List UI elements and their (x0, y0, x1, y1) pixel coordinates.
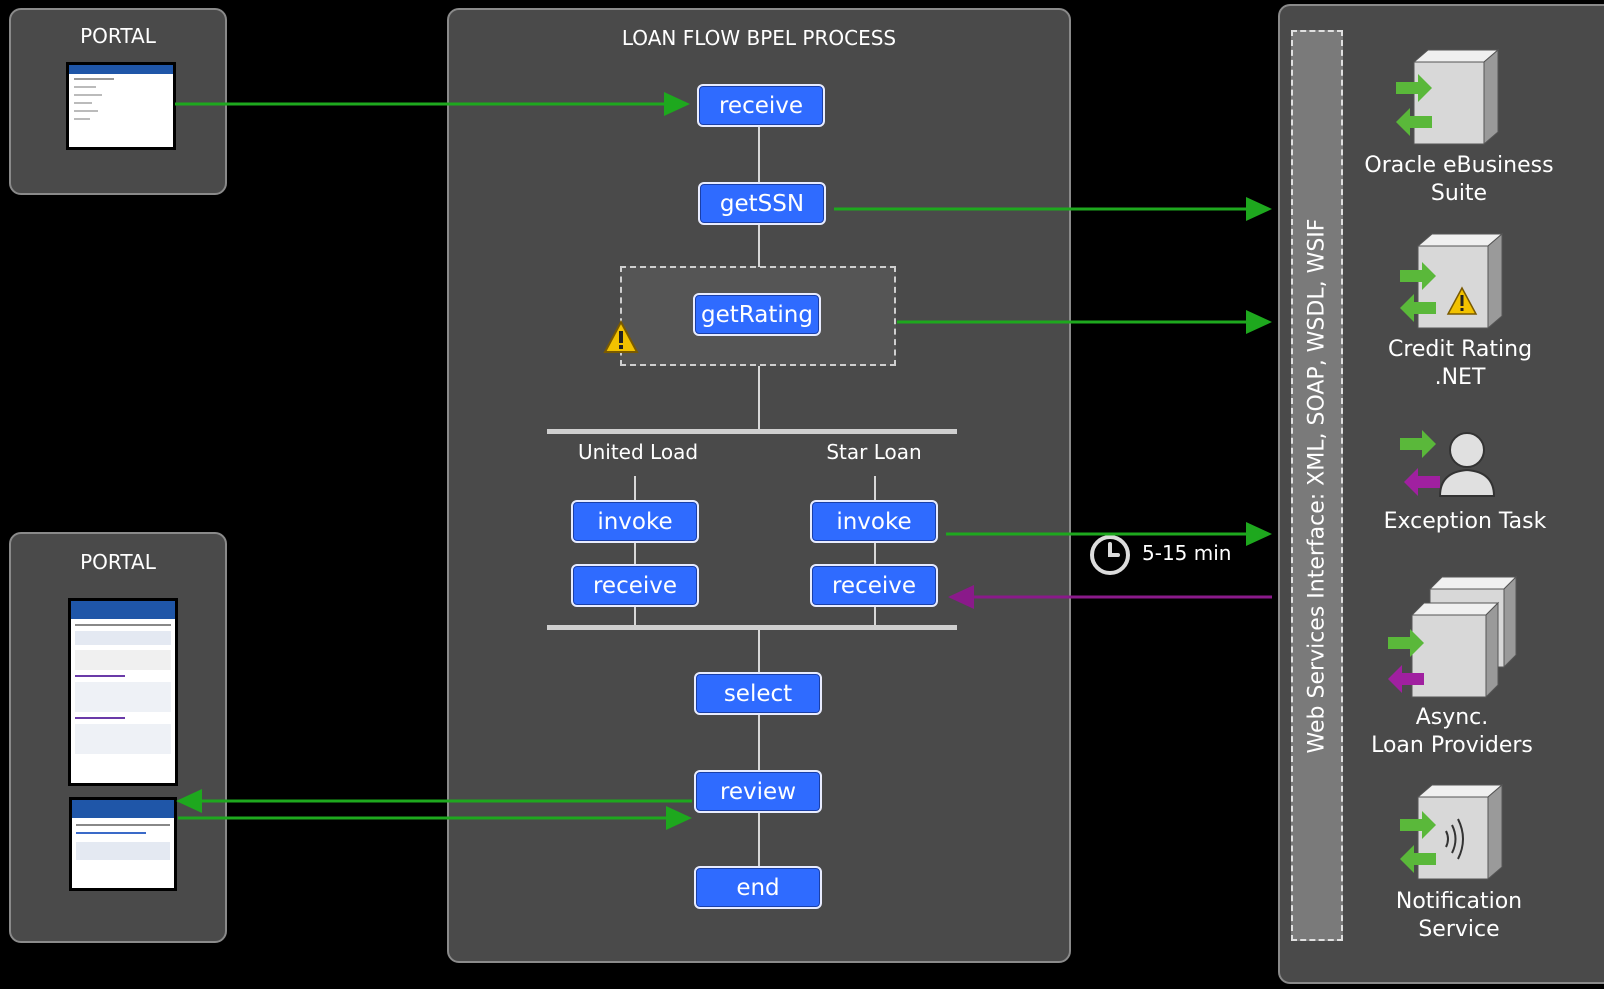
service-label-exception-task: Exception Task (1366, 508, 1564, 536)
service-label-line: Credit Rating (1387, 337, 1533, 362)
portal-top-title: PORTAL (80, 24, 156, 48)
portal-bottom-title: PORTAL (80, 550, 156, 574)
service-label-line: Exception Task (1383, 509, 1547, 534)
step-united-invoke[interactable]: invoke (571, 500, 699, 543)
connector (874, 476, 876, 500)
portal-form-screenshot (66, 62, 176, 150)
notification-server-icon (1400, 783, 1504, 881)
step-getssn[interactable]: getSSN (698, 182, 826, 225)
portal-panel-top: PORTAL (9, 8, 227, 195)
service-label-line: Loan Providers (1371, 733, 1533, 758)
portal-offers-screenshot (68, 598, 178, 786)
server-box-warning-icon (1400, 232, 1504, 330)
connector (758, 366, 760, 430)
connector (634, 476, 636, 500)
connector (758, 714, 760, 771)
portal-panel-bottom: PORTAL (9, 532, 227, 943)
stacked-servers-icon (1388, 575, 1518, 699)
step-review[interactable]: review (694, 770, 822, 813)
ws-interface-bar: Web Services Interface: XML, SOAP, WSDL,… (1291, 30, 1343, 941)
step-receive[interactable]: receive (697, 84, 825, 127)
portal-confirmation-screenshot (69, 797, 177, 891)
connector (758, 126, 760, 184)
service-label-line: .NET (1434, 365, 1486, 390)
step-end[interactable]: end (694, 866, 822, 909)
service-label-line: Notification (1395, 889, 1523, 914)
service-label-line: Suite (1430, 181, 1488, 206)
server-box-icon (1396, 48, 1500, 146)
clock-icon (1090, 535, 1130, 575)
step-select[interactable]: select (694, 672, 822, 715)
step-star-receive[interactable]: receive (810, 564, 938, 607)
service-label-async-providers: Async. Loan Providers (1354, 704, 1550, 760)
join-bar (547, 625, 957, 630)
step-getrating[interactable]: getRating (693, 293, 821, 336)
service-label-line: Service (1418, 917, 1500, 942)
connector (634, 606, 636, 626)
connector (874, 542, 876, 565)
step-united-receive[interactable]: receive (571, 564, 699, 607)
warning-icon (603, 320, 639, 353)
branch-label-united: United Load (577, 440, 699, 464)
connector (758, 630, 760, 673)
service-label-line: Async. (1415, 705, 1489, 730)
step-star-invoke[interactable]: invoke (810, 500, 938, 543)
service-label-line: Oracle eBusiness (1364, 153, 1554, 178)
fork-bar (547, 429, 957, 434)
ws-interface-label: Web Services Interface: XML, SOAP, WSDL,… (1304, 218, 1330, 753)
timer-label: 5-15 min (1142, 541, 1232, 565)
branch-label-star: Star Loan (826, 440, 922, 464)
connector (758, 812, 760, 867)
connector (634, 542, 636, 565)
connector (758, 224, 760, 267)
service-label-notification: Notification Service (1362, 888, 1556, 944)
service-label-credit-rating: Credit Rating .NET (1363, 336, 1557, 392)
person-icon (1400, 430, 1496, 497)
process-title: LOAN FLOW BPEL PROCESS (621, 26, 897, 50)
service-label-ebusiness: Oracle eBusiness Suite (1362, 152, 1556, 208)
connector (874, 606, 876, 626)
